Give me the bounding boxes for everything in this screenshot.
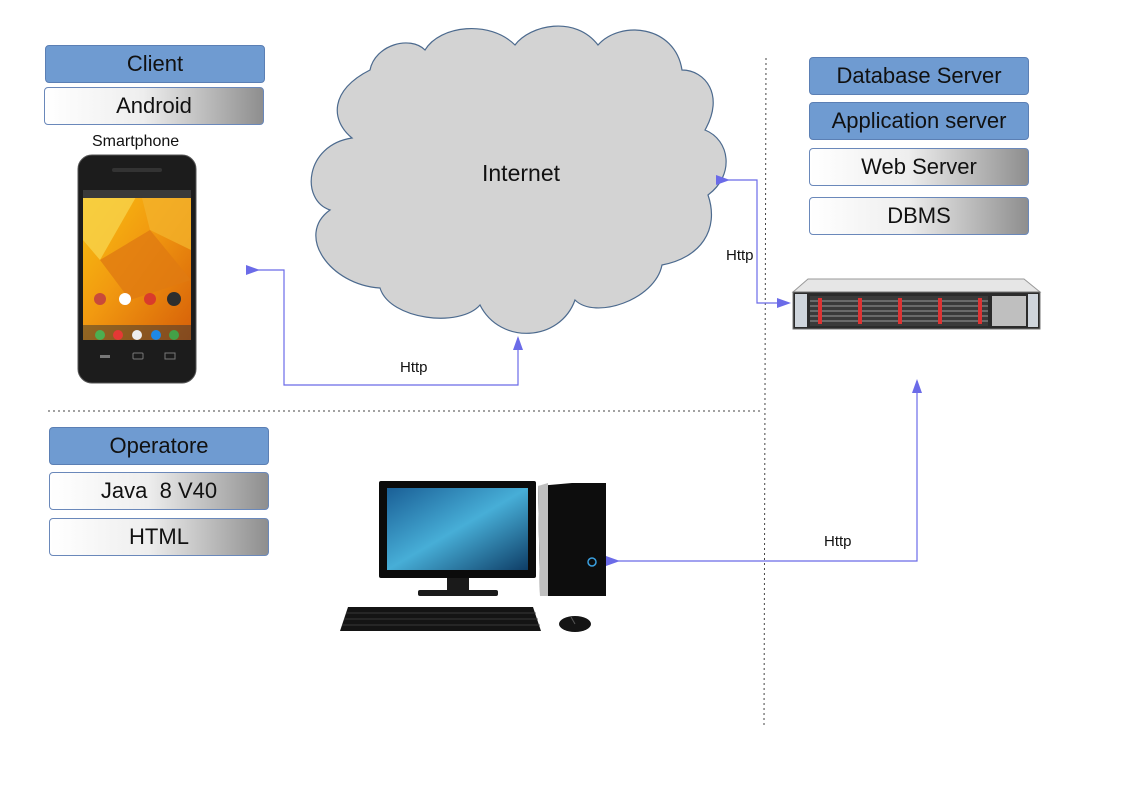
internet-cloud — [310, 25, 727, 334]
http-label-desktop: Http — [824, 533, 852, 550]
desktop-server-arrow — [606, 379, 922, 566]
http-label-internet-server: Http — [726, 247, 754, 264]
http-label-client: Http — [400, 359, 428, 376]
vertical-divider — [763, 57, 767, 726]
client-internet-arrow — [246, 265, 523, 386]
client-header: Client — [45, 45, 265, 83]
database-server-box: Database Server — [809, 57, 1029, 95]
smartphone-caption: Smartphone — [92, 133, 180, 150]
web-server-box: Web Server — [809, 148, 1029, 186]
internet-label: Internet — [482, 160, 560, 186]
html-box: HTML — [49, 518, 269, 556]
android-box: Android — [44, 87, 264, 125]
dbms-box: DBMS — [809, 197, 1029, 235]
desktop-computer-icon — [340, 481, 606, 632]
internet-server-arrow — [716, 175, 791, 308]
operatore-header: Operatore — [49, 427, 269, 465]
application-server-box: Application server — [809, 102, 1029, 140]
smartphone-icon — [77, 154, 197, 384]
java-box: Java 8 V40 — [49, 472, 269, 510]
rack-server-icon — [791, 278, 1042, 330]
